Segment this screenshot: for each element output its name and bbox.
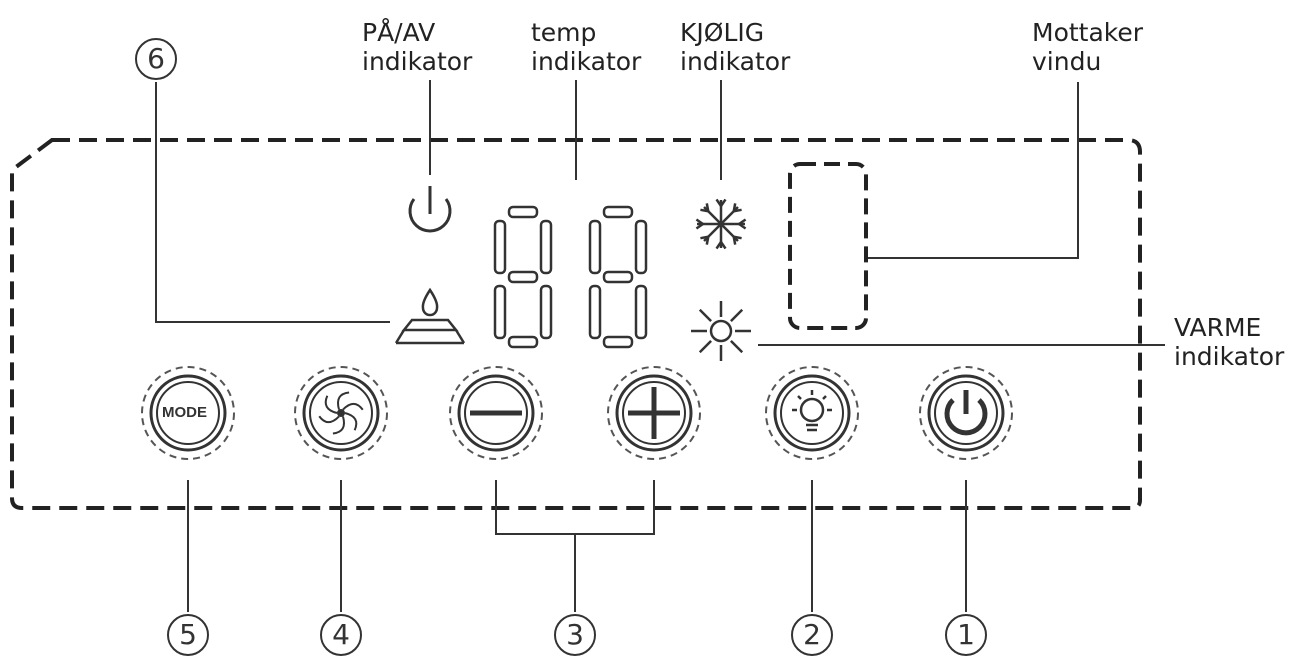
heater-bulb-icon [792,390,832,432]
sun-ray [698,308,712,322]
callout-2: 2 [791,614,833,656]
digit-segment [493,284,507,340]
fan-blade [336,391,350,410]
heat-button[interactable] [765,366,859,460]
snowflake-icon [695,198,747,250]
digit-segment [634,219,648,275]
fan-blade [342,402,364,411]
minus-button[interactable] [449,366,543,460]
snowflake-branch [733,235,742,240]
fan-icon [318,391,364,435]
snowflake-branch [732,203,737,212]
mode-button[interactable] [141,366,235,460]
snowflake-branch [719,241,727,250]
callout-5: 5 [167,614,209,656]
snowflake-branch [695,222,704,230]
snowflake-branch [705,236,710,245]
digit-segment [539,219,553,275]
callout-3: 3 [554,614,596,656]
power-indicator-label: PÅ/AV indikator [362,18,473,76]
water-tank-icon [394,287,466,345]
fan-hub [337,409,345,417]
receiver-window [788,162,868,330]
digit-segment [634,284,648,340]
mode-button-label: MODE [162,404,207,421]
digit-segment [493,219,507,275]
sun-ray [730,340,744,354]
power-icon [944,390,988,436]
digit-segment [602,335,634,349]
digit-segment [602,205,634,219]
fan-button[interactable] [294,366,388,460]
temperature-display [493,205,648,349]
digit-segment [588,284,602,340]
leader-6 [155,82,390,323]
callout-6: 6 [135,38,177,80]
heat-indicator-label: VARME indikator [1174,313,1285,371]
power-button[interactable] [919,366,1013,460]
temp-indicator-label: temp indikator [531,18,642,76]
snowflake-arm [703,206,739,242]
snowflake-branch [700,208,709,213]
fan-blade [344,412,358,431]
snowflake-branch [715,198,723,207]
sun-icon [691,301,751,361]
fan-blade [324,395,338,414]
leader-receiver [868,82,1079,259]
digit-segment [588,219,602,275]
digit-segment [602,270,634,284]
sun-ray [730,308,744,322]
cool-indicator-label: KJØLIG indikator [680,18,791,76]
fan-blade [318,415,340,424]
plus-icon [628,387,680,439]
snowflake-branch [738,218,747,226]
digit-segment [507,205,539,219]
receiver-window-label: Mottaker vindu [1032,18,1144,76]
sun-core [709,319,733,343]
fan-blade [332,416,346,435]
digit-segment [507,335,539,349]
digit-segment [507,270,539,284]
digit-segment [539,284,553,340]
plus-button[interactable] [607,366,701,460]
power-indicator-icon [408,186,452,233]
callout-4: 4 [320,614,362,656]
panel-outline [10,138,1142,510]
callout-1: 1 [945,614,987,656]
sun-ray [698,340,712,354]
